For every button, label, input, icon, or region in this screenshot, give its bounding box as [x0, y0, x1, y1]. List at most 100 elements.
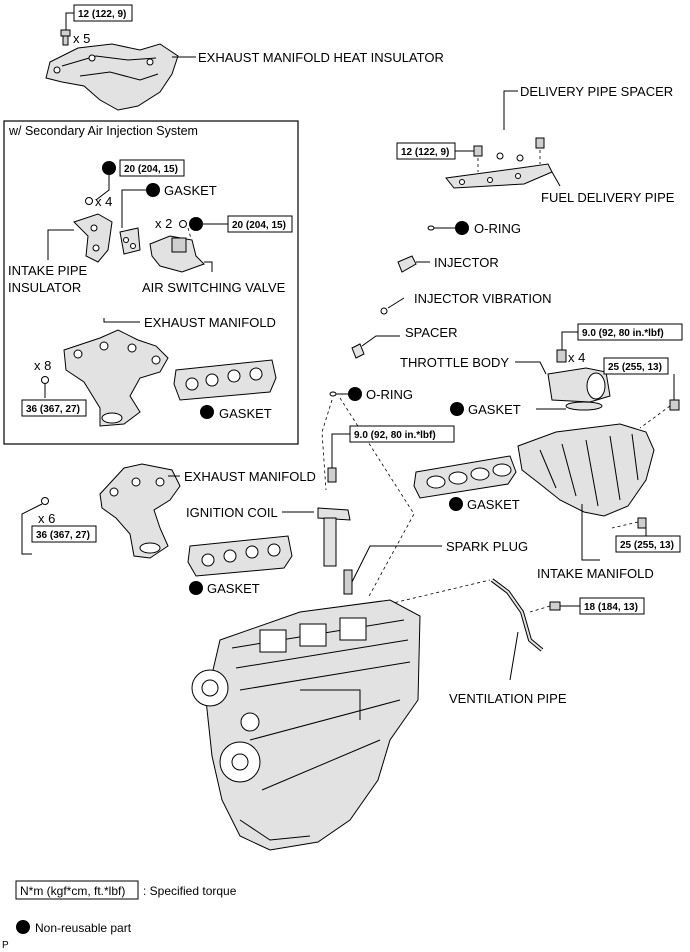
leader-heat-torque — [65, 12, 74, 30]
torque-box-ventilation — [579, 597, 645, 615]
torque-box-sec-air-top — [119, 159, 185, 177]
torque-sec-exhaust: 36 (367, 27) — [26, 404, 80, 415]
sec-exhaust-manifold-shape — [63, 329, 169, 427]
label-spark-plug: SPARK PLUG — [446, 539, 528, 554]
torque-exhaust: 36 (367, 27) — [36, 530, 90, 541]
nonreusable-dot — [200, 405, 214, 419]
torque-ignition-coil: 9.0 (92, 80 in.*lbf) — [354, 430, 436, 441]
heat-insulator-group: 12 (122, 9) x 5 EXHAUST MANIFOLD HEAT IN… — [45, 4, 444, 111]
label-delivery-pipe-spacer: DELIVERY PIPE SPACER — [520, 84, 673, 99]
bolt-icon — [535, 137, 545, 149]
engine-block — [191, 599, 421, 851]
torque-box-exhaust — [31, 525, 97, 543]
nut-icon — [179, 220, 187, 228]
bolt-icon — [549, 601, 561, 611]
spacer-shape — [351, 343, 365, 359]
spark-plug-shape — [343, 569, 353, 595]
bolt-icon — [637, 517, 647, 529]
legend: N*m (kgf*cm, ft.*lbf) : Specified torque… — [2, 880, 237, 951]
bolt-icon — [327, 467, 337, 483]
bolt-icon — [60, 29, 71, 46]
exhaust-gasket-shape — [187, 535, 293, 577]
bolt-icon — [669, 399, 680, 411]
nonreusable-dot — [189, 581, 203, 595]
label-o-ring-2: O-RING — [366, 387, 413, 402]
qty-sec-x4: x 4 — [95, 194, 112, 209]
qty-exhaust: x 6 — [38, 511, 55, 526]
torque-box-sec-exhaust — [21, 399, 87, 417]
label-intake-pipe-2: INSULATOR — [8, 280, 81, 295]
label-intake-pipe-1: INTAKE PIPE — [8, 263, 88, 278]
intake-manifold-shape — [517, 423, 655, 517]
injector-shape — [397, 255, 417, 273]
label-spacer: SPACER — [405, 325, 458, 340]
nonreusable-dot — [146, 183, 160, 197]
qty-throttle: x 4 — [568, 350, 585, 365]
throttle-intake-group: 9.0 (92, 80 in.*lbf) x 4 THROTTLE BODY G… — [400, 323, 683, 581]
torque-intake-top: 25 (255, 13) — [608, 362, 662, 373]
secondary-air-frame — [3, 120, 299, 445]
secondary-air-title: w/ Secondary Air Injection System — [8, 124, 198, 138]
label-gasket-throttle: GASKET — [468, 402, 521, 417]
legend-torque-box-text: N*m (kgf*cm, ft.*lbf) — [20, 884, 125, 898]
label-sec-exhaust-manifold: EXHAUST MANIFOLD — [144, 315, 276, 330]
bolt-icon — [473, 145, 483, 157]
qty-sec-x8: x 8 — [34, 358, 51, 373]
exhaust-group: EXHAUST MANIFOLD x 6 36 (367, 27) GASKET — [21, 463, 316, 596]
label-intake-manifold: INTAKE MANIFOLD — [537, 566, 654, 581]
nonreusable-dot — [348, 387, 362, 401]
label-air-switching-valve: AIR SWITCHING VALVE — [142, 280, 286, 295]
sec-exhaust-gasket-shape — [173, 359, 277, 401]
nut-icon — [41, 376, 49, 384]
torque-box-intake-bottom — [615, 535, 681, 553]
label-sec-gasket-top: GASKET — [164, 183, 217, 198]
throttle-gasket-shape — [565, 401, 603, 411]
label-gasket-intake: GASKET — [467, 497, 520, 512]
corner-mark: P — [2, 940, 9, 951]
label-injector: INJECTOR — [434, 255, 499, 270]
exhaust-manifold-shape — [99, 463, 181, 559]
ignition-coil-body-shape — [323, 517, 337, 567]
label-o-ring-1: O-RING — [474, 221, 521, 236]
legend-torque-box — [15, 880, 139, 900]
intake-pipe-insulator-shape — [73, 213, 113, 263]
nut-icon — [41, 497, 49, 505]
legend-nonreusable-text: Non-reusable part — [35, 921, 132, 935]
label-throttle-body: THROTTLE BODY — [400, 355, 509, 370]
torque-ventilation: 18 (184, 13) — [584, 602, 638, 613]
torque-delivery-pipe: 12 (122, 9) — [401, 147, 449, 158]
bolt-icon — [556, 349, 567, 363]
label-injector-vibration: INJECTOR VIBRATION — [414, 291, 551, 306]
engine-block-shape — [205, 599, 421, 851]
label-sec-gasket-bottom: GASKET — [219, 406, 272, 421]
label-ventilation-pipe: VENTILATION PIPE — [449, 691, 567, 706]
legend-nonreusable-dot — [16, 920, 30, 934]
qty-sec-x2: x 2 — [155, 216, 172, 231]
heat-insulator-shape — [45, 43, 179, 111]
torque-air-valve: 20 (204, 15) — [232, 220, 286, 231]
ignition-group: O-RING 9.0 (92, 80 in.*lbf) IGNITION COI… — [186, 387, 528, 599]
label-ignition-coil: IGNITION COIL — [186, 505, 278, 520]
torque-heat-insulator: 12 (122, 9) — [78, 9, 126, 20]
secondary-air-injection-box: w/ Secondary Air Injection System 20 (20… — [3, 120, 299, 445]
nonreusable-dot — [102, 161, 116, 175]
qty-heat-insulator: x 5 — [73, 31, 90, 46]
nonreusable-dot — [449, 497, 463, 511]
torque-intake-bottom: 25 (255, 13) — [620, 540, 674, 551]
ignition-coil-top-shape — [317, 507, 351, 521]
torque-box-intake-top — [603, 357, 669, 375]
nonreusable-dot — [189, 217, 203, 231]
label-exhaust-manifold: EXHAUST MANIFOLD — [184, 469, 316, 484]
legend-torque-text: : Specified torque — [143, 884, 237, 898]
small-gasket-shape — [119, 227, 141, 255]
fuel-delivery-group: DELIVERY PIPE SPACER 12 (122, 9) FUEL DE… — [351, 84, 675, 359]
label-heat-insulator: EXHAUST MANIFOLD HEAT INSULATOR — [198, 50, 444, 65]
air-switching-valve-shape — [149, 235, 205, 273]
torque-throttle: 9.0 (92, 80 in.*lbf) — [582, 328, 664, 339]
label-gasket-exhaust: GASKET — [207, 581, 260, 596]
label-fuel-delivery-pipe: FUEL DELIVERY PIPE — [541, 190, 675, 205]
nonreusable-dot — [455, 221, 469, 235]
nonreusable-dot — [450, 402, 464, 416]
nut-icon — [85, 197, 93, 205]
